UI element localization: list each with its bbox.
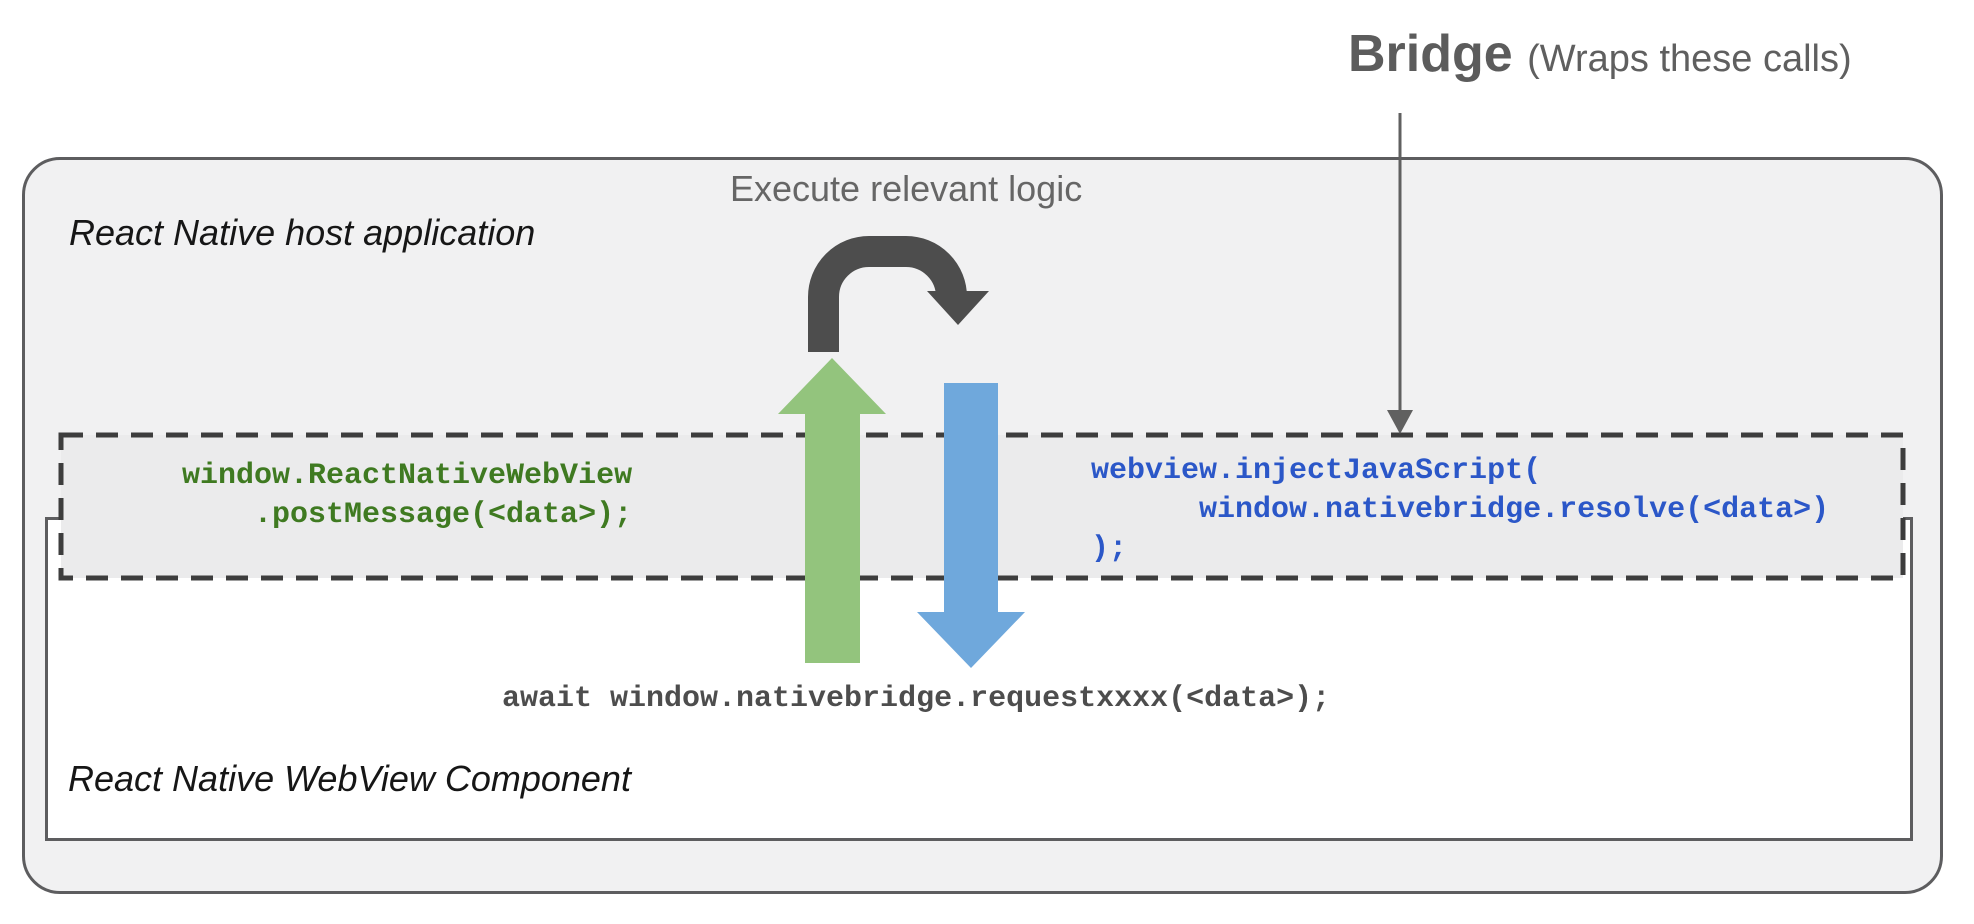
inject-javascript-code: webview.injectJavaScript( window.nativeb… bbox=[1091, 454, 1830, 566]
post-message-code: window.ReactNativeWebView .postMessage(<… bbox=[182, 459, 633, 532]
execute-logic-label: Execute relevant logic bbox=[730, 168, 1083, 209]
bridge-title: Bridge bbox=[1348, 25, 1513, 83]
await-request-code: await window.nativebridge.requestxxxx(<d… bbox=[502, 682, 1331, 716]
host-application-label: React Native host application bbox=[69, 212, 536, 253]
webview-component-label: React Native WebView Component bbox=[68, 758, 631, 799]
bridge-subtitle: (Wraps these calls) bbox=[1527, 38, 1852, 80]
bridge-label: Bridge (Wraps these calls) bbox=[1348, 24, 1852, 84]
